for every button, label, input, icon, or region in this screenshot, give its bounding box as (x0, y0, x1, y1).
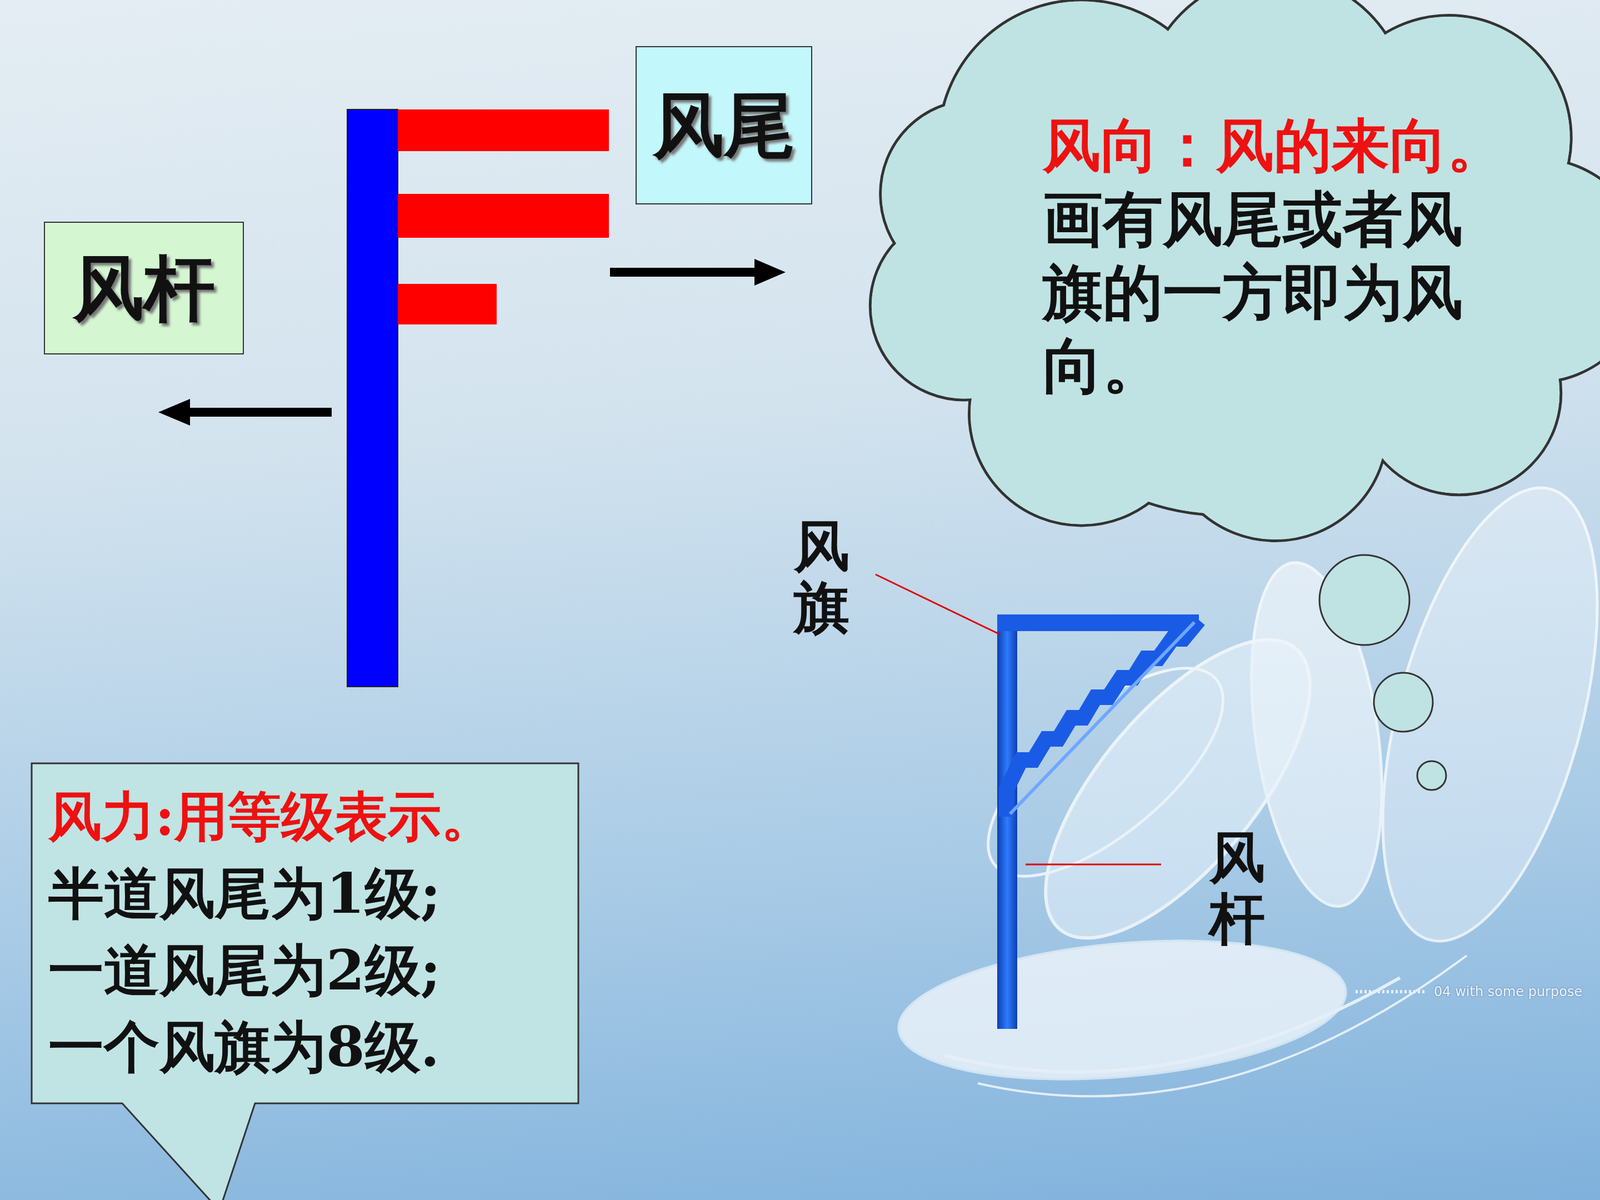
wind-pole (347, 109, 398, 687)
body-text: 画有风尾或者风旗的一方即为风向。 (1042, 182, 1521, 403)
thought-bubble (1417, 761, 1447, 790)
wind-flag-symbol (997, 614, 1199, 1029)
heading-text: 风杆 (72, 247, 215, 329)
watermark: 04 with some purpose (1433, 983, 1583, 1000)
callout-box: 风力:用等级表示。半道风尾为1级;一道风尾为2级;一个风旗为8级. (31, 763, 579, 1104)
leader-line (1025, 863, 1162, 866)
body-text: 半道风尾为1级; (48, 855, 562, 932)
pointer-arrow (610, 258, 786, 286)
heading-text: 风向：风的来向。 (1042, 108, 1521, 183)
body-text: 一个风旗为8级. (48, 1008, 562, 1085)
thought-bubble (1319, 555, 1410, 645)
part-label: 风旗 (793, 515, 850, 638)
heading-text: 风力:用等级表示。 (48, 778, 562, 855)
thought-cloud: 风向：风的来向。画有风尾或者风旗的一方即为风向。 (872, 0, 1600, 537)
label-box: 风尾 (635, 46, 813, 205)
wind-tail (397, 109, 609, 152)
pointer-arrow (158, 398, 332, 426)
leader-line (875, 574, 1000, 635)
wind-tail (397, 193, 609, 238)
heading-text: 风尾 (652, 84, 795, 167)
label-box: 风杆 (43, 221, 244, 355)
body-text: 一道风尾为2级; (48, 931, 562, 1009)
thought-bubble (1373, 672, 1433, 732)
half-wind-tail (397, 283, 497, 325)
part-label: 风杆 (1209, 826, 1265, 949)
butterfly-decoration (892, 465, 1600, 1097)
